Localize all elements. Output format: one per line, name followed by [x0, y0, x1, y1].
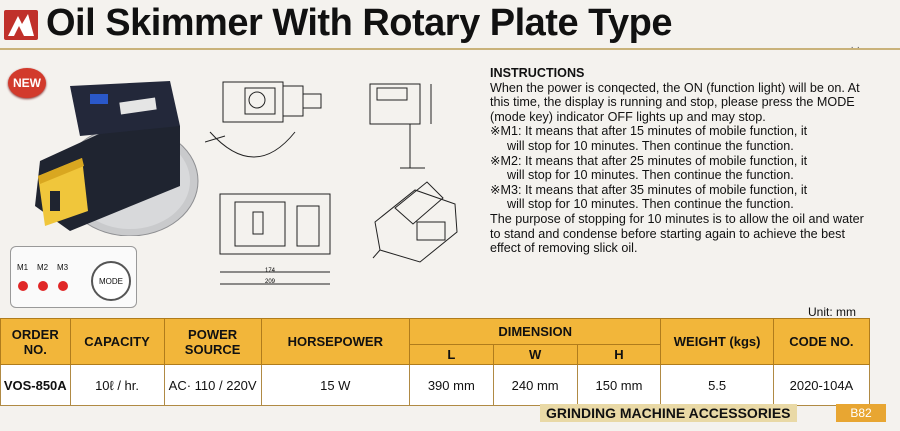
technical-drawings: 174 209 [205, 81, 458, 285]
mode-m3-line-1: ※M3: It means that after 35 minutes of m… [490, 182, 808, 197]
header-weight: WEIGHT (kgs) [660, 318, 774, 365]
cell-power-source: AC· 110 / 220V [163, 364, 262, 406]
product-image [35, 81, 199, 236]
header-code-no: CODE NO. [772, 318, 871, 365]
header-dimension: DIMENSION [408, 318, 662, 345]
instructions-paragraph-1: When the power is conqected, the ON (fun… [490, 80, 860, 124]
m2-indicator-icon [38, 281, 48, 291]
new-badge: NEW [8, 68, 46, 98]
page-code: B82 [836, 404, 886, 422]
mode-m2-line-2: will stop for 10 minutes. Then continue … [507, 168, 794, 183]
cell-weight: 5.5 [660, 364, 774, 406]
mode-m3-line-2: will stop for 10 minutes. Then continue … [507, 197, 794, 212]
instructions-block: INSTRUCTIONS When the power is conqected… [490, 66, 875, 256]
m1-label: M1 [17, 263, 29, 272]
header-power-source: POWER SOURCE [163, 318, 262, 365]
cell-w: 240 mm [492, 364, 578, 406]
decorative-dots: · · [850, 42, 860, 53]
mode-button: MODE [91, 261, 131, 301]
cell-code-no: 2020-104A [772, 364, 871, 406]
mode-m1-line-1: ※M1: It means that after 15 minutes of m… [490, 124, 808, 139]
section-footer: GRINDING MACHINE ACCESSORIES [540, 404, 797, 422]
cell-l: 390 mm [408, 364, 494, 406]
cell-horsepower: 15 W [260, 364, 410, 406]
mode-m2-line-1: ※M2: It means that after 25 minutes of m… [490, 153, 808, 168]
spec-table: ORDER NO. CAPACITY POWER SOURCE HORSEPOW… [0, 318, 871, 406]
unit-label: Unit: mm [808, 305, 856, 319]
m3-label: M3 [57, 263, 69, 272]
cell-order-no: VOS-850A [0, 364, 71, 406]
control-panel: M1 M2 M3 MODE [10, 246, 137, 308]
dim-209: 209 [265, 279, 276, 285]
instructions-heading: INSTRUCTIONS [490, 66, 585, 80]
m1-indicator-icon [18, 281, 28, 291]
cell-capacity: 10ℓ / hr. [69, 364, 165, 406]
brand-logo-icon [4, 10, 38, 40]
dim-174: 174 [265, 268, 276, 274]
header-capacity: CAPACITY [69, 318, 165, 365]
page-title: Oil Skimmer With Rotary Plate Type [46, 2, 673, 44]
table-row: VOS-850A 10ℓ / hr. AC· 110 / 220V 15 W 3… [0, 364, 871, 406]
title-divider [0, 48, 900, 50]
m3-indicator-icon [58, 281, 68, 291]
header-order-no: ORDER NO. [0, 318, 71, 365]
mode-m1-line-2: will stop for 10 minutes. Then continue … [507, 138, 794, 153]
instructions-paragraph-2: The purpose of stopping for 10 minutes i… [490, 211, 864, 256]
header-w: W [492, 344, 578, 365]
header-h: H [576, 344, 662, 365]
cell-h: 150 mm [576, 364, 662, 406]
header-horsepower: HORSEPOWER [260, 318, 410, 365]
m2-label: M2 [37, 263, 49, 272]
header-l: L [408, 344, 494, 365]
